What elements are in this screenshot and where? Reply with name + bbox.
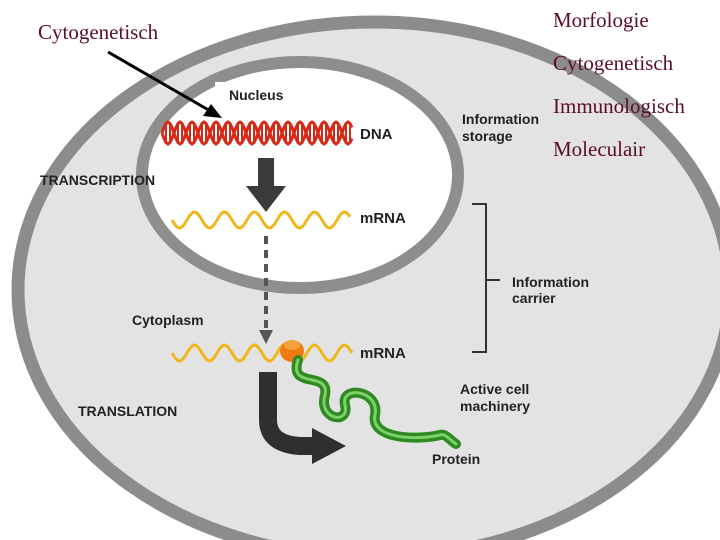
label-active-cell-machinery-2: machinery <box>460 398 530 414</box>
label-mrna-cytoplasm: mRNA <box>360 345 406 362</box>
information-carrier-bracket <box>472 203 487 353</box>
label-information-carrier-2: carrier <box>512 290 556 306</box>
transcription-arrow <box>246 158 286 212</box>
list-item-morfologie: Morfologie <box>553 8 649 32</box>
label-information-carrier-1: Information <box>512 274 589 290</box>
label-translation: TRANSLATION <box>78 403 177 419</box>
translation-arrow <box>259 372 346 464</box>
mrna-cytoplasm-wave <box>170 343 354 363</box>
pointer-arrow <box>107 50 222 118</box>
label-cytoplasm: Cytoplasm <box>132 312 204 328</box>
list-item-cytogenetisch: Cytogenetisch <box>553 51 674 75</box>
list-item-moleculair: Moleculair <box>553 137 646 161</box>
ribosome-top <box>284 340 300 350</box>
nucleus-label-bg <box>215 82 297 106</box>
nucleus-envelope <box>136 56 464 294</box>
label-information-storage-2: storage <box>462 128 513 144</box>
label-dna: DNA <box>360 126 393 143</box>
export-dashed-arrow <box>259 236 273 344</box>
label-active-cell-machinery-1: Active cell <box>460 381 529 397</box>
dna-helix <box>160 120 354 146</box>
label-protein: Protein <box>432 451 480 467</box>
label-transcription: TRANSCRIPTION <box>40 172 155 188</box>
list-item-immunologisch: Immunologisch <box>553 94 685 118</box>
mrna-nuclear-wave <box>170 210 352 230</box>
label-mrna-nuclear: mRNA <box>360 210 406 227</box>
pointer-label: Cytogenetisch <box>38 20 159 44</box>
protein-chain-highlight <box>294 358 458 446</box>
label-nucleus: Nucleus <box>229 87 284 103</box>
label-information-storage-1: Information <box>462 111 539 127</box>
